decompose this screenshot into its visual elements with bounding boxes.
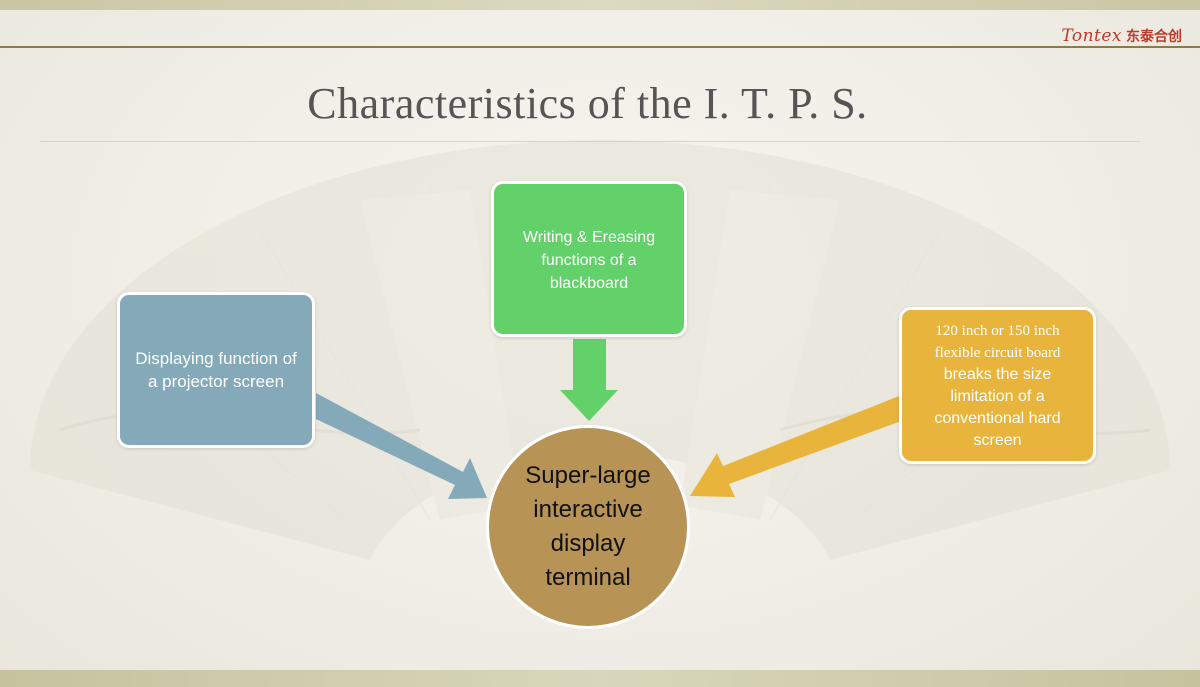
slide-title: Characteristics of the I. T. P. S. (307, 79, 868, 128)
projector-screen-label: Displaying function of a projector scree… (135, 349, 297, 391)
blackboard-box: Writing & Ereasing functions of a blackb… (491, 181, 687, 337)
logo-text-cn: 东泰合创 (1126, 29, 1182, 45)
projector-screen-box: Displaying function of a projector scree… (117, 292, 315, 448)
title-rule (40, 141, 1140, 142)
bottom-band (0, 670, 1200, 687)
blackboard-label: Writing & Ereasing functions of a blackb… (522, 229, 656, 292)
center-terminal-label: Super-large interactive display terminal (525, 462, 651, 591)
circuit-board-label-serif: 120 inch or 150 inch flexible circuit bo… (934, 322, 1061, 361)
right-arrow (690, 396, 904, 497)
top-arrow (560, 339, 618, 421)
header-rule (0, 46, 1200, 48)
circuit-board-label-sans: breaks the size limitation of a conventi… (934, 365, 1061, 449)
top-band (0, 0, 1200, 10)
logo-text-en: Tontex (1061, 26, 1122, 46)
company-logo: Tontex 东泰合创 (1061, 26, 1182, 46)
center-terminal-circle: Super-large interactive display terminal (486, 425, 690, 629)
circuit-board-box: 120 inch or 150 inch flexible circuit bo… (899, 307, 1096, 464)
left-arrow (316, 393, 487, 499)
